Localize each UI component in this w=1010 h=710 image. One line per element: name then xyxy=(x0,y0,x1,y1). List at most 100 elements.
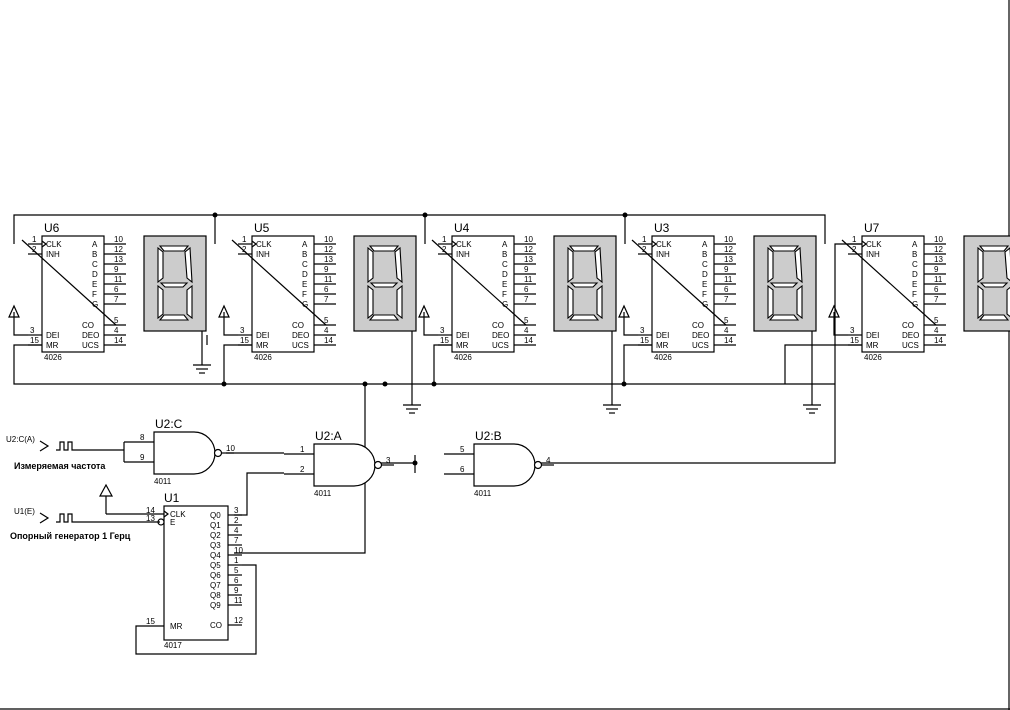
pin-label: CLK xyxy=(456,240,472,249)
pin-number: 15 xyxy=(440,336,449,345)
pin-number: 1 xyxy=(32,235,37,244)
pin-number: 11 xyxy=(934,275,943,284)
pin-label: B xyxy=(912,250,917,259)
pin-label: G xyxy=(92,300,98,309)
counter-u7: U740261CLK2INH3DEI15MR10A12B13C9D11E6F7G… xyxy=(828,221,1010,362)
pin-number: 7 xyxy=(524,295,529,304)
pin-number: 11 xyxy=(234,596,243,605)
pin-number: 1 xyxy=(234,556,239,565)
pin-number: 6 xyxy=(234,576,239,585)
pin-number: 7 xyxy=(234,536,239,545)
pin-number: 12 xyxy=(234,616,243,625)
pin-label: MR xyxy=(866,341,879,350)
pin-label: Q3 xyxy=(210,541,221,550)
pin-number: 13 xyxy=(324,255,333,264)
pin-number: 10 xyxy=(934,235,943,244)
pin-number: 4 xyxy=(524,326,529,335)
pin-label: CLK xyxy=(656,240,672,249)
gate-ref: U2:B xyxy=(475,429,502,443)
counter-part: 4026 xyxy=(44,353,62,362)
pin-number: 5 xyxy=(234,566,239,575)
pin-label: A xyxy=(92,240,98,249)
decoder-ref: U1 xyxy=(164,491,180,505)
pin-label: CLK xyxy=(866,240,882,249)
pin-label: E xyxy=(702,280,707,289)
pin-number: 4 xyxy=(234,526,239,535)
pin-label: UCS xyxy=(492,341,509,350)
pin-label: B xyxy=(302,250,307,259)
seven-seg-display xyxy=(753,235,817,332)
pin-label: CLK xyxy=(46,240,62,249)
counter-ref: U6 xyxy=(44,221,60,235)
pin-number: 4 xyxy=(724,326,729,335)
pin-number: 10 xyxy=(234,546,243,555)
pin-number: 12 xyxy=(724,245,733,254)
gate-part: 4011 xyxy=(474,489,492,498)
pin-label: MR xyxy=(656,341,669,350)
pin-number: 6 xyxy=(524,285,529,294)
pin-label: D xyxy=(912,270,918,279)
pin-label: E xyxy=(912,280,917,289)
pin-label: G xyxy=(702,300,708,309)
pin-label: CO xyxy=(82,321,94,330)
pin-label: DEO xyxy=(292,331,309,340)
pin-label: A xyxy=(502,240,508,249)
pin-label: Q8 xyxy=(210,591,221,600)
pin-label: A xyxy=(302,240,308,249)
pin-number: 10 xyxy=(324,235,333,244)
pin-label: Q7 xyxy=(210,581,221,590)
pin-number: 13 xyxy=(146,514,155,523)
top-bus xyxy=(13,212,826,244)
pin-label: DEI xyxy=(866,331,879,340)
pin-label: CO xyxy=(692,321,704,330)
pin-number: 2 xyxy=(32,245,37,254)
pin-label: Q5 xyxy=(210,561,221,570)
seven-seg-display xyxy=(353,235,417,332)
pin-label: F xyxy=(702,290,707,299)
pin-number: 13 xyxy=(934,255,943,264)
pin-number: 6 xyxy=(114,285,119,294)
pin-label: DEI xyxy=(456,331,469,340)
gate-ref: U2:C xyxy=(155,417,183,431)
pin-label: DEI xyxy=(46,331,59,340)
generator-reference: U1(E) Опорный генератор 1 Герц xyxy=(10,507,131,541)
pin-number: 9 xyxy=(234,586,239,595)
pin-label: F xyxy=(912,290,917,299)
seven-seg-display xyxy=(553,235,617,332)
counter-ref: U7 xyxy=(864,221,880,235)
pin-number: 11 xyxy=(524,275,533,284)
pin-number: 12 xyxy=(324,245,333,254)
pin-label: E xyxy=(302,280,307,289)
pin-label: C xyxy=(302,260,308,269)
seven-seg-display xyxy=(143,235,207,332)
pin-label: Q6 xyxy=(210,571,221,580)
counter-part: 4026 xyxy=(654,353,672,362)
pin-number: 2 xyxy=(642,245,647,254)
pin-label: CO xyxy=(492,321,504,330)
pin-number: 2 xyxy=(852,245,857,254)
pin-label: UCS xyxy=(82,341,99,350)
counter-u5: U540261CLK2INH3DEI15MR10A12B13C9D11E6F7G… xyxy=(218,221,421,414)
pin-label: UCS xyxy=(292,341,309,350)
pin-number: 7 xyxy=(114,295,119,304)
pin-number: 2 xyxy=(234,516,239,525)
pin-label: G xyxy=(502,300,508,309)
pin-number: 4 xyxy=(934,326,939,335)
pin-number: 9 xyxy=(140,453,145,462)
pin-number: 6 xyxy=(934,285,939,294)
pin-label: INH xyxy=(256,250,270,259)
pin-number: 9 xyxy=(114,265,119,274)
seven-seg-display xyxy=(963,235,1010,332)
pin-label: CO xyxy=(292,321,304,330)
pin-number: 14 xyxy=(934,336,943,345)
pin-label: D xyxy=(502,270,508,279)
pin-label: INH xyxy=(456,250,470,259)
pin-label: CO xyxy=(210,621,222,630)
counter-u4: U440261CLK2INH3DEI15MR10A12B13C9D11E6F7G… xyxy=(418,221,621,414)
pin-label: INH xyxy=(46,250,60,259)
pin-number: 11 xyxy=(724,275,733,284)
pin-number: 13 xyxy=(114,255,123,264)
